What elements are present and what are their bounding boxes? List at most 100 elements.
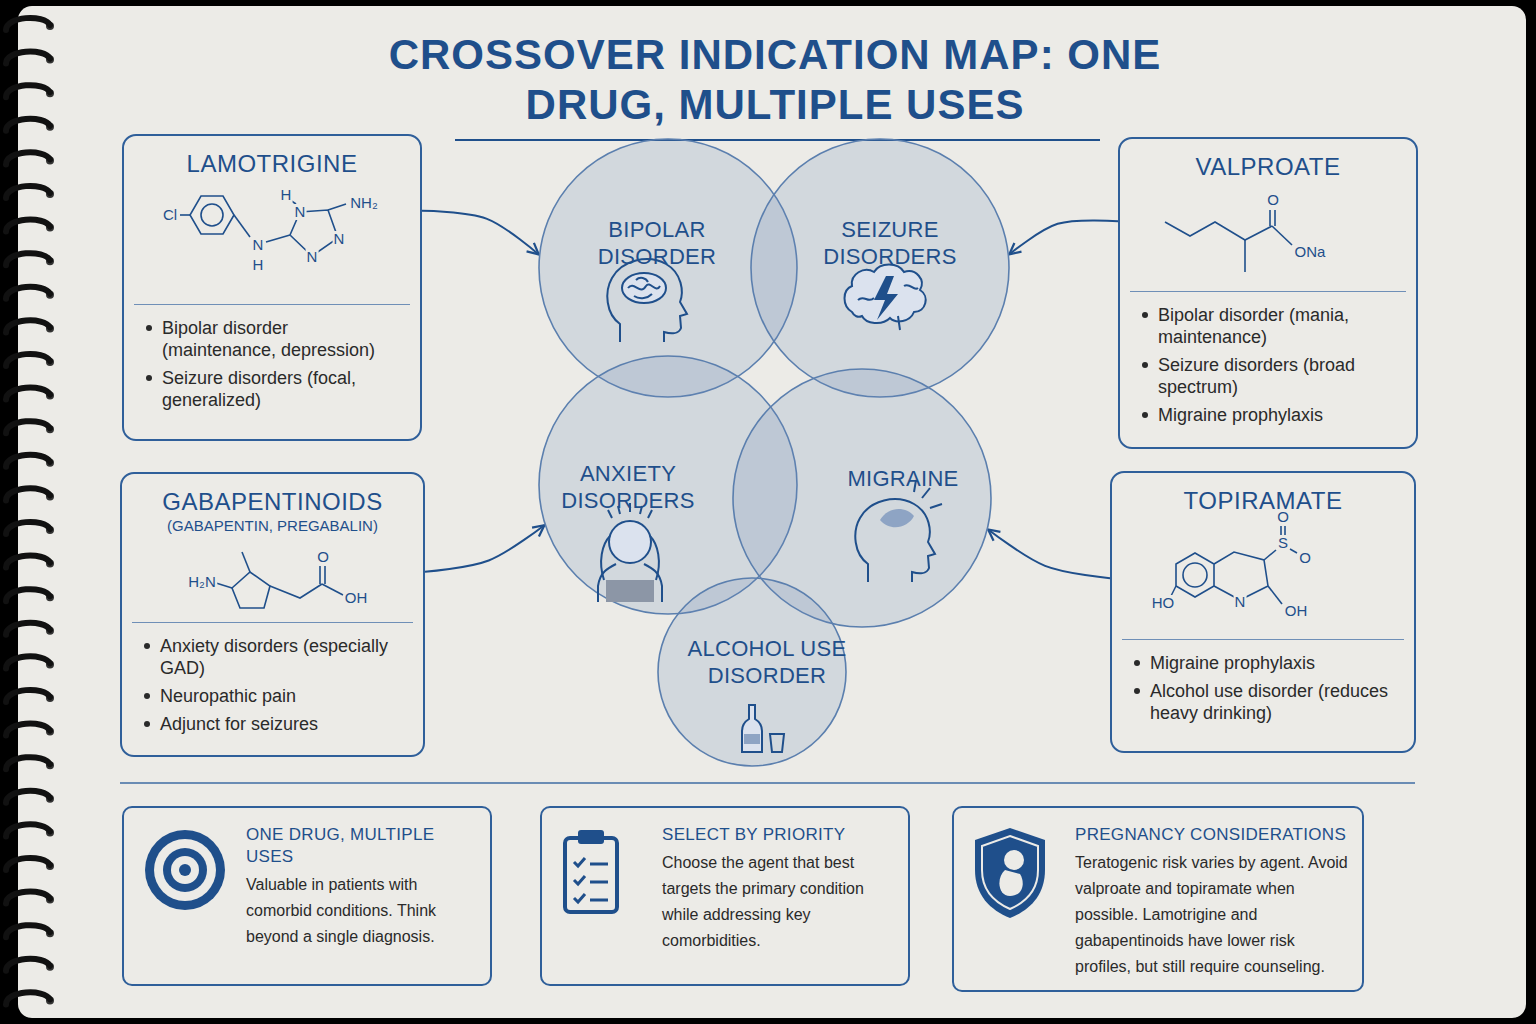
binding-ring bbox=[6, 152, 50, 164]
bullet-row: Seizure disorders (focal, generalized) bbox=[146, 367, 398, 411]
atom-label: H bbox=[280, 187, 293, 203]
seizure-brain-icon bbox=[845, 265, 926, 331]
alcohol-icon bbox=[742, 705, 784, 752]
binding-ring bbox=[6, 656, 50, 668]
bullet-dot bbox=[1134, 660, 1140, 666]
binding-ring bbox=[6, 724, 50, 736]
binding-ring bbox=[6, 287, 50, 299]
binding-ring bbox=[6, 556, 50, 568]
topiramate-structure bbox=[1171, 526, 1297, 604]
binding-ring bbox=[6, 992, 50, 1004]
binding-ring bbox=[6, 320, 50, 332]
binding-ring bbox=[6, 858, 50, 870]
note-heading: SELECT BY PRIORITY bbox=[662, 824, 894, 846]
binding-ring bbox=[6, 589, 50, 601]
bullet-row: Bipolar disorder (maintenance, depressio… bbox=[146, 317, 398, 361]
atom-label: Cl bbox=[162, 207, 178, 223]
bullet-row: Neuropathic pain bbox=[144, 685, 401, 707]
binding-ring bbox=[6, 220, 50, 232]
atom-label: O bbox=[1266, 192, 1280, 208]
binding-ring bbox=[6, 119, 50, 131]
indication-arrow bbox=[422, 211, 539, 255]
atom-label: O bbox=[316, 549, 330, 565]
indication-list: Bipolar disorder (maintenance, depressio… bbox=[134, 304, 410, 411]
atom-label: S bbox=[1277, 535, 1289, 551]
binding-ring bbox=[6, 791, 50, 803]
binding-ring bbox=[6, 757, 50, 769]
binding-ring bbox=[6, 421, 50, 433]
bullet-row: Alcohol use disorder (reduces heavy drin… bbox=[1134, 680, 1392, 724]
binding-ring bbox=[6, 253, 50, 265]
binding-ring bbox=[6, 690, 50, 702]
indication-list: Migraine prophylaxisAlcohol use disorder… bbox=[1122, 639, 1404, 724]
drug-box: TOPIRAMATE Migraine prophylaxisAlcohol us… bbox=[1110, 471, 1416, 753]
atom-label: O bbox=[1298, 550, 1312, 566]
indication-arrow bbox=[1009, 220, 1118, 254]
binding-ring bbox=[6, 388, 50, 400]
pregnancy-shield-icon bbox=[975, 828, 1045, 918]
binding-ring bbox=[6, 959, 50, 971]
binding-ring bbox=[6, 354, 50, 366]
title-underline bbox=[455, 139, 1100, 141]
atom-label: H bbox=[252, 257, 265, 273]
atom-label: H₂N bbox=[187, 574, 217, 590]
atom-label: N bbox=[333, 231, 346, 247]
note-body: Valuable in patients with comorbid condi… bbox=[246, 872, 476, 950]
note-body: Choose the agent that best targets the p… bbox=[662, 850, 894, 954]
bullet-dot bbox=[1142, 362, 1148, 368]
atom-label: N bbox=[1234, 594, 1247, 610]
valproate-structure bbox=[1165, 210, 1292, 272]
indication-arrow bbox=[988, 529, 1110, 578]
atom-label: OH bbox=[344, 590, 369, 606]
indication-list: Bipolar disorder (mania, maintenance) Sei… bbox=[1130, 291, 1406, 426]
atom-label: OH bbox=[1284, 603, 1309, 619]
binding-ring bbox=[6, 85, 50, 97]
bullet-text: Alcohol use disorder (reduces heavy drin… bbox=[1150, 680, 1392, 724]
binding-ring bbox=[6, 18, 50, 30]
clipboard-icon bbox=[565, 830, 617, 912]
bullet-text: Seizure disorders (broad spectrum) bbox=[1158, 354, 1394, 398]
atom-label: N bbox=[294, 204, 307, 220]
drug-name: TOPIRAMATE bbox=[1134, 487, 1392, 515]
atom-label: O bbox=[1276, 509, 1290, 525]
bullet-row: Bipolar disorder (mania, maintenance) bbox=[1142, 304, 1394, 348]
indication-arrow bbox=[425, 525, 544, 572]
section-divider bbox=[120, 782, 1415, 784]
indication-circle: SEIZURE DISORDERS bbox=[750, 138, 1010, 398]
bullet-text: Seizure disorders (focal, generalized) bbox=[162, 367, 398, 411]
drug-box: GABAPENTINOIDS(GABAPENTIN, PREGABALIN)An… bbox=[120, 472, 425, 757]
binding-ring bbox=[6, 623, 50, 635]
bullet-dot bbox=[1142, 412, 1148, 418]
bullet-row: Adjunct for seizures bbox=[144, 713, 401, 735]
target-icon bbox=[145, 830, 225, 910]
bullet-dot bbox=[1142, 312, 1148, 318]
circle-label: ANXIETY DISORDERS bbox=[543, 460, 713, 514]
atom-label: N bbox=[252, 237, 265, 253]
bipolar-head-icon bbox=[607, 259, 687, 342]
bullet-dot bbox=[146, 325, 152, 331]
drug-name: VALPROATE bbox=[1142, 153, 1394, 181]
bullet-text: Migraine prophylaxis bbox=[1158, 404, 1323, 426]
bullet-text: Anxiety disorders (especially GAD) bbox=[160, 635, 401, 679]
binding-ring bbox=[6, 455, 50, 467]
drug-box: VALPROATE Bipolar disorder (mania, mainte… bbox=[1118, 137, 1418, 449]
circle-label: BIPOLAR DISORDER bbox=[572, 216, 742, 270]
bullet-text: Adjunct for seizures bbox=[160, 713, 318, 735]
binding-ring bbox=[6, 892, 50, 904]
bullet-text: Bipolar disorder (mania, maintenance) bbox=[1158, 304, 1394, 348]
paper bbox=[18, 6, 1526, 1018]
bullet-dot bbox=[144, 693, 150, 699]
bullet-row: Anxiety disorders (especially GAD) bbox=[144, 635, 401, 679]
bullet-dot bbox=[146, 375, 152, 381]
note-heading: PREGNANCY CONSIDERATIONS bbox=[1075, 824, 1348, 846]
bullet-text: Migraine prophylaxis bbox=[1150, 652, 1315, 674]
bullet-text: Neuropathic pain bbox=[160, 685, 296, 707]
indication-list: Anxiety disorders (especially GAD) Neurop… bbox=[132, 622, 413, 735]
binding-ring bbox=[6, 522, 50, 534]
bullet-dot bbox=[144, 721, 150, 727]
drug-box: LAMOTRIGINEBipolar disorder (maintenance… bbox=[122, 134, 422, 441]
lamotrigine-structure bbox=[180, 196, 346, 256]
note-body: Teratogenic risk varies by agent. Avoid … bbox=[1075, 850, 1348, 980]
atom-label: ONa bbox=[1294, 244, 1327, 260]
anxious-person-icon bbox=[598, 503, 662, 602]
